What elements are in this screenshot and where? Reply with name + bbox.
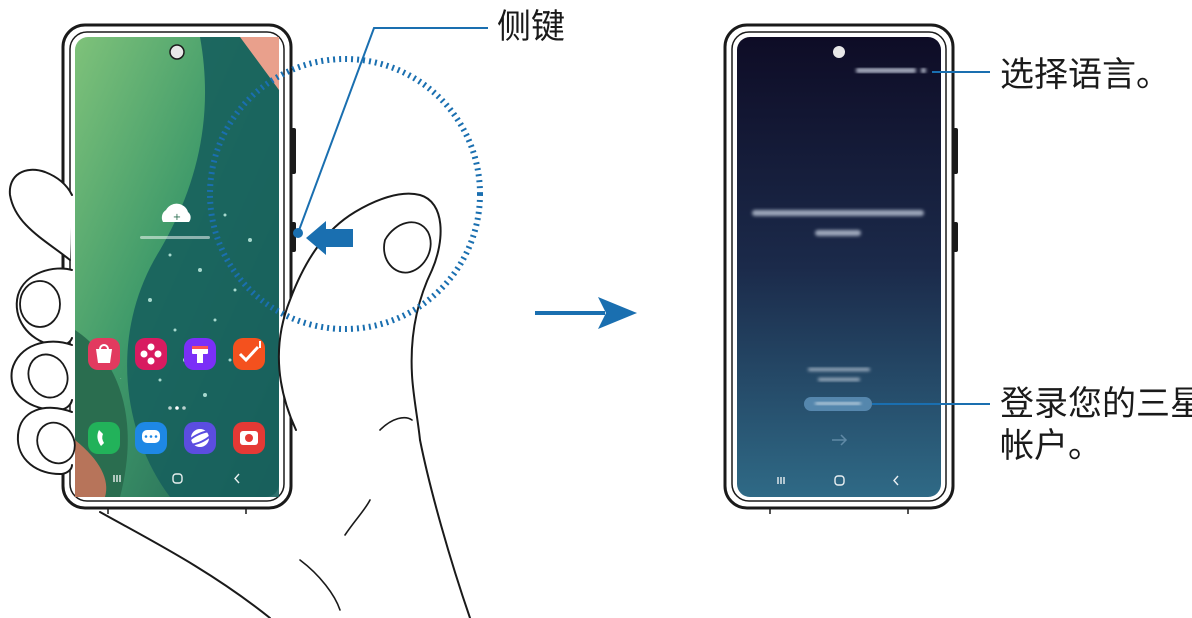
volume-button (953, 128, 958, 174)
recent-apps-icon[interactable] (777, 477, 785, 484)
app-icon-phone[interactable] (88, 422, 120, 454)
app-icon-ticket[interactable] (184, 338, 216, 370)
side-key-button (953, 222, 958, 252)
app-icon-shopping-bag[interactable] (88, 338, 120, 370)
next-step-arrow-icon (535, 297, 637, 329)
recent-apps-icon[interactable] (113, 475, 121, 482)
left-phone: + (61, 23, 296, 514)
front-camera-icon (169, 44, 185, 60)
zoom-highlight-circle (207, 56, 483, 332)
back-icon[interactable] (893, 475, 899, 486)
app-icon-browser[interactable] (184, 422, 216, 454)
hand-illustration (8, 168, 471, 618)
cloud-widget-icon: + (161, 203, 191, 223)
samsung-account-label-line2: 帐户。 (1000, 426, 1102, 466)
home-icon[interactable] (172, 473, 183, 484)
select-language-label: 选择语言。 (1000, 55, 1170, 95)
language-selector[interactable] (856, 68, 926, 73)
home-icon[interactable] (834, 475, 845, 486)
svg-text:·: · (120, 376, 122, 382)
side-key-label: 侧键 (497, 7, 565, 47)
press-arrow-icon (306, 221, 353, 255)
sign-in-button[interactable] (804, 397, 872, 411)
app-icon-camera[interactable] (233, 422, 265, 454)
app-icon-checkmark[interactable] (233, 338, 265, 370)
volume-button (291, 128, 296, 174)
account-prompt-text (808, 368, 870, 381)
front-camera-icon (833, 46, 845, 58)
svg-text:+: + (173, 212, 181, 223)
welcome-text (752, 210, 924, 236)
welcome-screen (737, 37, 941, 497)
samsung-account-label-line1: 登录您的三星 (1000, 384, 1192, 424)
app-icon-message[interactable] (135, 422, 167, 454)
app-icon-flower[interactable] (135, 338, 167, 370)
right-phone (723, 23, 958, 514)
home-screen: + (75, 37, 279, 497)
back-icon[interactable] (234, 473, 240, 484)
side-key-leader-line (293, 27, 488, 238)
next-arrow-icon[interactable] (832, 434, 848, 446)
